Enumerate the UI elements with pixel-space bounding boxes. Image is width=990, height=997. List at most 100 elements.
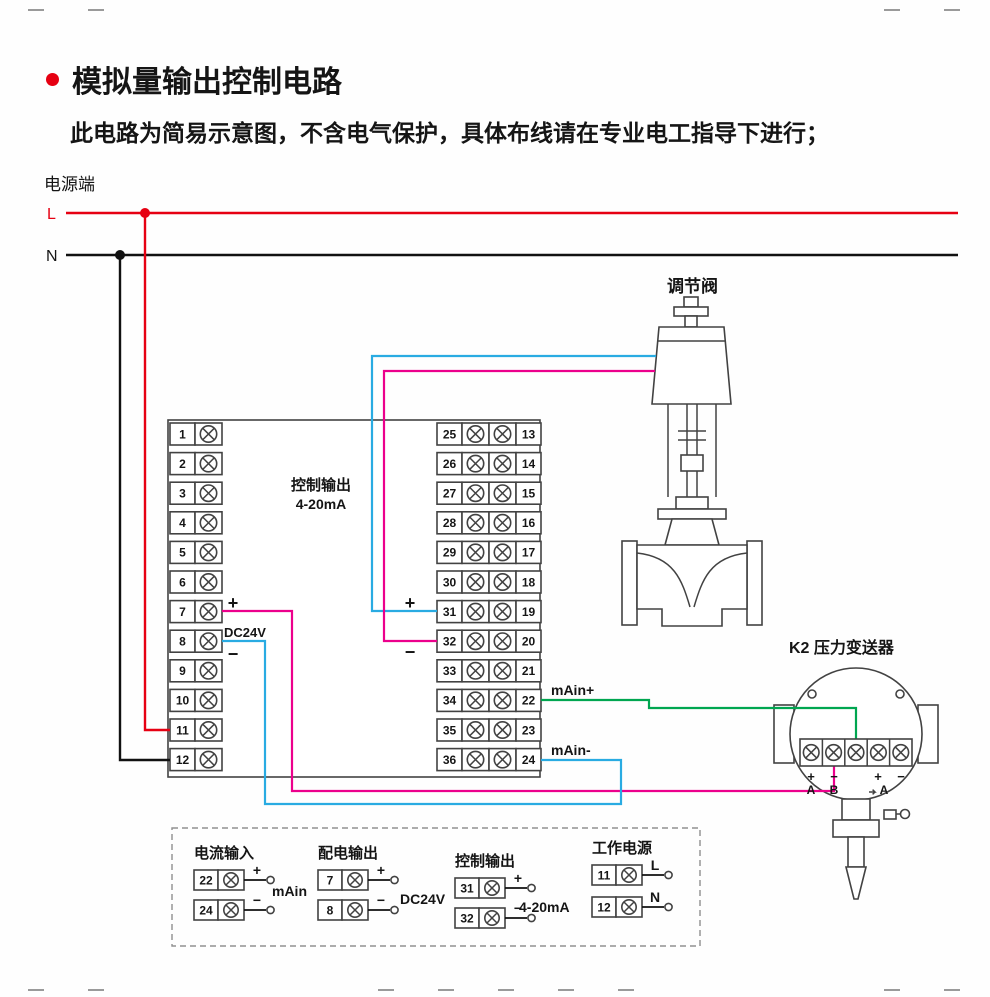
screw-terminal-icon bbox=[199, 543, 218, 562]
screw-terminal-icon bbox=[493, 691, 512, 710]
screw-terminal-icon bbox=[199, 632, 218, 651]
legend-group-title: 配电输出 bbox=[318, 844, 378, 862]
transmitter-vent-knob bbox=[899, 808, 911, 820]
screw-terminal-icon bbox=[620, 898, 637, 915]
transmitter-flange bbox=[832, 819, 880, 838]
terminal-number: 8 bbox=[179, 635, 186, 649]
screw-terminal-icon bbox=[824, 743, 843, 762]
terminal-number: 10 bbox=[176, 694, 190, 708]
connection-point-icon bbox=[390, 905, 399, 915]
screw-terminal-icon bbox=[199, 454, 218, 473]
valve-stem-coupling bbox=[680, 454, 704, 472]
transmitter-sign: + bbox=[807, 769, 815, 784]
screw-terminal-icon bbox=[199, 484, 218, 503]
terminal-number: 36 bbox=[443, 753, 457, 767]
terminal-number: 25 bbox=[443, 427, 457, 441]
screw-terminal-icon bbox=[892, 743, 910, 762]
wire-blue-valve-control bbox=[370, 354, 656, 613]
terminal-number: 28 bbox=[443, 516, 457, 530]
screw-terminal-icon bbox=[199, 513, 218, 532]
transmitter-screws bbox=[802, 743, 910, 762]
legend-center-label: DC24V bbox=[400, 891, 446, 907]
terminal-number-box bbox=[515, 629, 542, 654]
connection-point-icon bbox=[664, 902, 673, 912]
terminal-number: 11 bbox=[598, 868, 611, 882]
terminal-number-box bbox=[515, 451, 542, 476]
valve-top-knob bbox=[683, 296, 699, 308]
valve-label: 调节阀 bbox=[667, 276, 718, 296]
wire-green-signal bbox=[541, 698, 858, 746]
valve-gland bbox=[675, 496, 709, 510]
valve-flange-left bbox=[621, 540, 638, 626]
pressure-transmitter-drawing: K2 压力变送器 bbox=[773, 638, 939, 900]
control-valve-drawing: 调节阀 bbox=[621, 276, 763, 627]
terminal-number: 18 bbox=[522, 575, 536, 589]
transmitter-probe-tip bbox=[844, 866, 868, 900]
screw-terminal-icon bbox=[847, 743, 865, 762]
power-terminal-label: 电源端 bbox=[44, 175, 95, 194]
screw-terminal-icon bbox=[493, 602, 512, 621]
screw-terminal-icon bbox=[466, 691, 485, 710]
transmitter-sign: + bbox=[874, 769, 882, 784]
screw-terminal-icon bbox=[346, 871, 363, 888]
terminal-number: 24 bbox=[522, 753, 536, 767]
valve-flange-right bbox=[746, 540, 763, 626]
terminal-number: 9 bbox=[179, 664, 186, 678]
screw-terminal-icon bbox=[620, 866, 637, 883]
terminal-number: 6 bbox=[179, 575, 186, 589]
terminal-number-box bbox=[515, 540, 542, 565]
wire-pink-valve-control bbox=[382, 369, 655, 643]
screw-terminal-icon bbox=[199, 720, 218, 739]
terminal-number: 27 bbox=[443, 487, 457, 501]
main-minus-label: mAin- bbox=[551, 742, 591, 758]
terminal-number-box bbox=[515, 599, 542, 624]
valve-bonnet bbox=[663, 518, 721, 546]
line-n-label: N bbox=[46, 248, 58, 265]
legend-sign: L bbox=[651, 857, 660, 873]
terminal-number: 32 bbox=[443, 635, 457, 649]
screw-terminal-icon bbox=[466, 632, 485, 651]
transmitter-letter: A bbox=[807, 783, 816, 797]
terminal-number: 33 bbox=[443, 664, 457, 678]
terminal-number: 31 bbox=[443, 605, 457, 619]
screw-terminal-icon bbox=[466, 602, 485, 621]
transmitter-sign: − bbox=[897, 769, 905, 784]
screw-terminal-icon bbox=[466, 750, 485, 769]
terminal-number: 34 bbox=[443, 694, 457, 708]
legend-group-title: 控制输出 bbox=[455, 852, 515, 870]
terminal-number: 24 bbox=[199, 903, 213, 917]
screw-terminal-icon bbox=[466, 513, 485, 532]
minus-sign-terminal32: − bbox=[405, 642, 416, 662]
valve-neck bbox=[684, 315, 698, 328]
connection-point-icon bbox=[527, 883, 536, 893]
terminal-number: 14 bbox=[522, 457, 536, 471]
terminal-number: 30 bbox=[443, 575, 457, 589]
transmitter-terminal-strip: + − + − A B A bbox=[799, 738, 913, 797]
transmitter-sign: − bbox=[830, 769, 838, 784]
screw-terminal-icon bbox=[466, 424, 485, 443]
screw-terminal-icon bbox=[466, 543, 485, 562]
terminal-number: 16 bbox=[522, 516, 536, 530]
plus-sign-terminal31: + bbox=[405, 593, 416, 613]
terminal-block-outline bbox=[167, 419, 541, 778]
transmitter-label: K2 压力变送器 bbox=[789, 638, 895, 657]
screw-terminal-icon bbox=[493, 454, 512, 473]
terminal-number: 31 bbox=[460, 881, 474, 895]
section-header: 模拟量输出控制电路 bbox=[46, 57, 342, 101]
control-output-label-line1: 控制输出 bbox=[291, 476, 351, 494]
valve-yoke-stem bbox=[667, 404, 717, 497]
line-l-label: L bbox=[47, 206, 56, 223]
screw-terminal-icon bbox=[493, 484, 512, 503]
legend-box bbox=[171, 827, 701, 947]
terminal-number: 21 bbox=[522, 664, 536, 678]
screw-terminal-icon bbox=[199, 572, 218, 591]
terminal-number: 7 bbox=[327, 873, 334, 887]
transmitter-strip-dividers bbox=[821, 739, 891, 766]
legend-groups: 电流输入22+24−mAin配电输出7+8−DC24V控制输出31+32−4-2… bbox=[193, 839, 673, 929]
transmitter-bolt-left bbox=[807, 689, 817, 699]
